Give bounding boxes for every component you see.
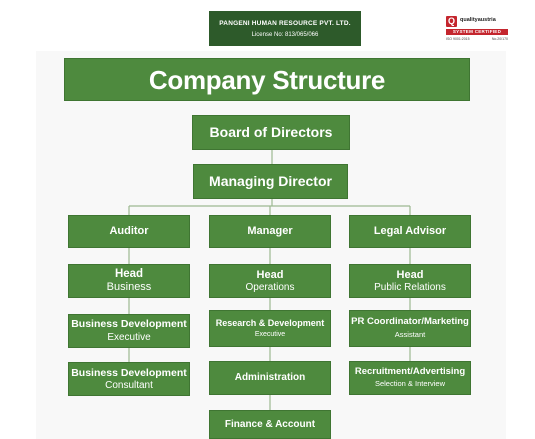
pr-coordinator-title: PR Coordinator/Marketing	[351, 316, 469, 328]
bd-consultant-box: Business Development Consultant	[68, 362, 190, 396]
managing-director-box: Managing Director	[193, 164, 348, 199]
head-business-box: Head Business	[68, 264, 190, 298]
head-business-sub: Business	[106, 281, 152, 294]
recruitment-box: Recruitment/Advertising Selection & Inte…	[349, 361, 471, 395]
bd-executive-box: Business Development Executive	[68, 314, 190, 348]
head-pr-title: Head	[396, 268, 424, 281]
quality-certification-logo: Q qualityaustria SYSTEM CERTIFIED ISO 90…	[446, 16, 508, 46]
bd-consultant-sub: Consultant	[105, 379, 153, 391]
recruitment-title: Recruitment/Advertising	[354, 366, 466, 378]
rnd-executive-sub: Executive	[254, 331, 286, 339]
bd-executive-title: Business Development	[71, 318, 187, 331]
legal-advisor-box: Legal Advisor	[349, 215, 471, 248]
chart-title: Company Structure	[64, 58, 470, 101]
license-number: License No: 813/065/066	[251, 32, 319, 38]
cert-system-label: SYSTEM CERTIFIED	[446, 29, 508, 35]
cert-brand: qualityaustria	[460, 17, 496, 23]
head-operations-box: Head Operations	[209, 264, 331, 298]
pr-coordinator-sub: Assistant	[394, 330, 426, 340]
head-operations-title: Head	[256, 268, 284, 281]
recruitment-sub: Selection & Interview	[374, 379, 446, 389]
company-header: PANGENI HUMAN RESOURCE PVT. LTD. License…	[209, 11, 361, 46]
administration-box: Administration	[209, 361, 331, 395]
bd-executive-sub: Executive	[107, 332, 151, 344]
company-name: PANGENI HUMAN RESOURCE PVT. LTD.	[219, 20, 351, 27]
pr-coordinator-box: PR Coordinator/Marketing Assistant	[349, 310, 471, 347]
quality-q-icon: Q	[446, 16, 457, 27]
rnd-executive-title: Research & Development	[215, 317, 325, 328]
board-of-directors-box: Board of Directors	[192, 115, 350, 150]
head-public-relations-box: Head Public Relations	[349, 264, 471, 298]
head-business-title: Head	[114, 268, 144, 281]
head-operations-sub: Operations	[245, 281, 295, 293]
head-pr-sub: Public Relations	[374, 281, 446, 293]
cert-number: No.20/170	[491, 37, 508, 41]
rnd-executive-box: Research & Development Executive	[209, 310, 331, 347]
manager-box: Manager	[209, 215, 331, 248]
cert-iso: ISO 9001:2015	[446, 37, 470, 41]
bd-consultant-title: Business Development	[71, 366, 187, 379]
finance-account-box: Finance & Account	[209, 410, 331, 439]
auditor-box: Auditor	[68, 215, 190, 248]
